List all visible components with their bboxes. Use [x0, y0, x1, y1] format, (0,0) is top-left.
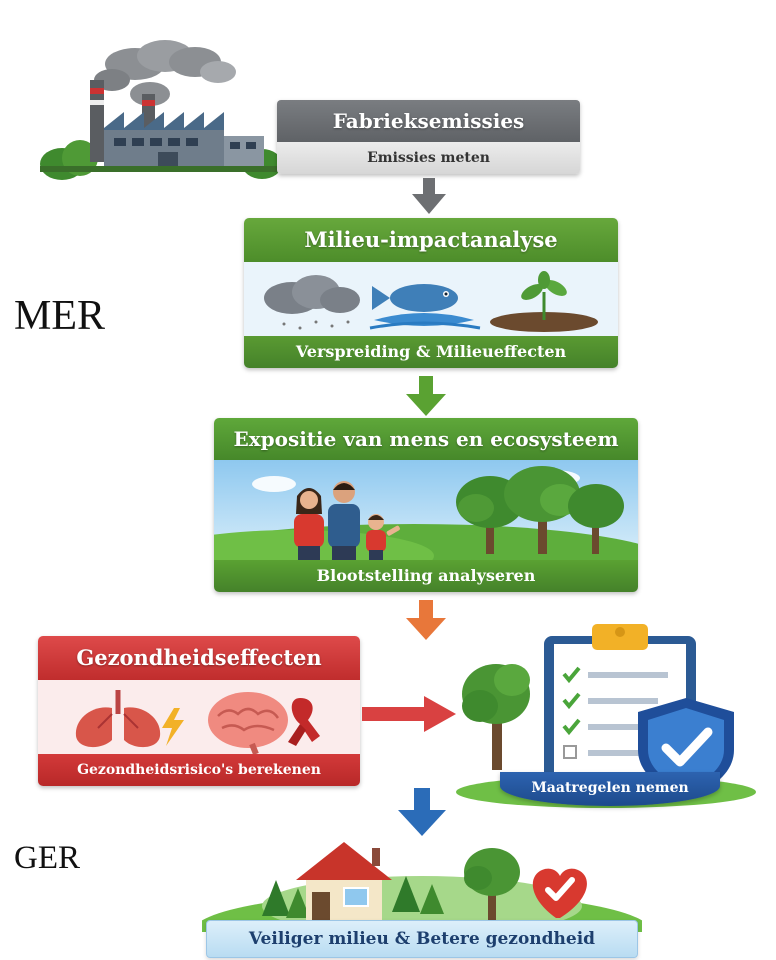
- exposure-subtitle: Blootstelling analyseren: [214, 560, 638, 592]
- arrow-down-green: [406, 376, 446, 416]
- mer-label: MER: [14, 293, 106, 339]
- factory-icon: [40, 40, 290, 180]
- health-illustration: [38, 680, 360, 754]
- environment-box: Milieu-impactanalyse Verspreiding & Mili…: [244, 218, 618, 368]
- arrow-down-gray: [412, 178, 446, 214]
- exposure-title: Expositie van mens en ecosysteem: [214, 418, 638, 460]
- house-icon: [296, 842, 392, 922]
- exposure-illustration: [214, 460, 638, 560]
- health-box: Gezondheidseffecten Gezondheidsrisico's …: [38, 636, 360, 786]
- environment-illustration: [244, 262, 618, 336]
- exposure-box: Expositie van mens en ecosysteem: [214, 418, 638, 592]
- outcome-illustration: [202, 842, 642, 932]
- health-title: Gezondheidseffecten: [38, 636, 360, 680]
- outcome-subtitle: Veiliger milieu & Betere gezondheid: [248, 929, 596, 949]
- measures-banner: Maatregelen nemen: [500, 772, 720, 806]
- health-subtitle: Gezondheidsrisico's berekenen: [38, 754, 360, 786]
- ribbon-icon: [288, 698, 320, 746]
- lungs-icon: [75, 690, 184, 748]
- environment-title: Milieu-impactanalyse: [244, 218, 618, 262]
- family-icon: [294, 481, 400, 560]
- plant-icon: [490, 271, 598, 332]
- outcome-banner: Veiliger milieu & Betere gezondheid: [206, 920, 638, 958]
- arrow-right-red: [362, 696, 456, 732]
- environment-subtitle: Verspreiding & Milieueffecten: [244, 336, 618, 368]
- factory-subtitle: Emissies meten: [277, 142, 580, 174]
- factory-box: Fabrieksemissies Emissies meten: [277, 100, 580, 174]
- heart-check-icon: [532, 868, 587, 918]
- trees-icon: [462, 664, 530, 770]
- arrow-down-blue: [398, 788, 446, 836]
- arrow-down-orange: [406, 600, 446, 640]
- trees-icon: [456, 466, 624, 554]
- measures-subtitle: Maatregelen nemen: [531, 780, 689, 796]
- fish-icon: [369, 284, 481, 330]
- brain-icon: [208, 692, 288, 754]
- ger-label: GER: [14, 840, 80, 876]
- cloud-icon: [264, 275, 360, 330]
- factory-title: Fabrieksemissies: [277, 100, 580, 142]
